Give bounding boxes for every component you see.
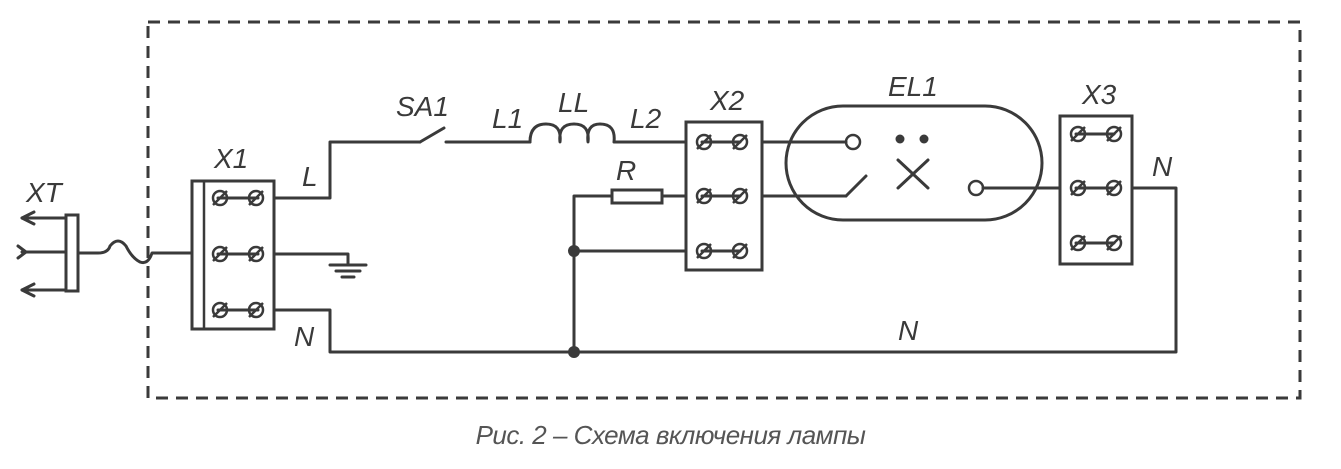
junction-dot (568, 245, 580, 257)
chevron-right-icon (16, 244, 28, 260)
terminal-block-x1 (190, 179, 276, 331)
resistor-wire (572, 194, 614, 354)
label-xt: XT (25, 177, 64, 208)
ground-wire (272, 252, 350, 266)
label-n-bottom: N (898, 315, 919, 346)
arrow-left-icon (20, 210, 36, 226)
terminal-block-x3 (1058, 114, 1134, 266)
label-x3: X3 (1081, 79, 1117, 110)
label-l2: L2 (630, 103, 662, 134)
label-el1: EL1 (888, 71, 938, 102)
label-r: R (616, 155, 636, 186)
junction-dot (568, 346, 580, 358)
resistor-r (610, 188, 664, 205)
label-l: L (302, 161, 318, 192)
arrow-left-icon (20, 282, 36, 298)
label-l1: L1 (492, 103, 523, 134)
phase-wire (272, 140, 422, 200)
lamp-el1 (760, 104, 1062, 222)
label-sa1: SA1 (396, 91, 449, 122)
label-n-left: N (294, 321, 315, 352)
figure-caption: Рис. 2 – Схема включения лампы (475, 420, 866, 450)
enclosure-boundary (146, 20, 1302, 400)
terminal-block-x2 (684, 120, 764, 272)
label-n-right: N (1152, 151, 1173, 182)
switch-sa1 (418, 126, 532, 144)
label-ll: LL (558, 87, 589, 118)
neutral-wire (272, 186, 1178, 354)
cable-wire (76, 239, 194, 265)
label-x1: X1 (213, 143, 248, 174)
ground-icon (328, 263, 368, 279)
inductor-ll (528, 122, 688, 144)
label-x2: X2 (709, 85, 745, 116)
plug-xt (16, 210, 80, 298)
